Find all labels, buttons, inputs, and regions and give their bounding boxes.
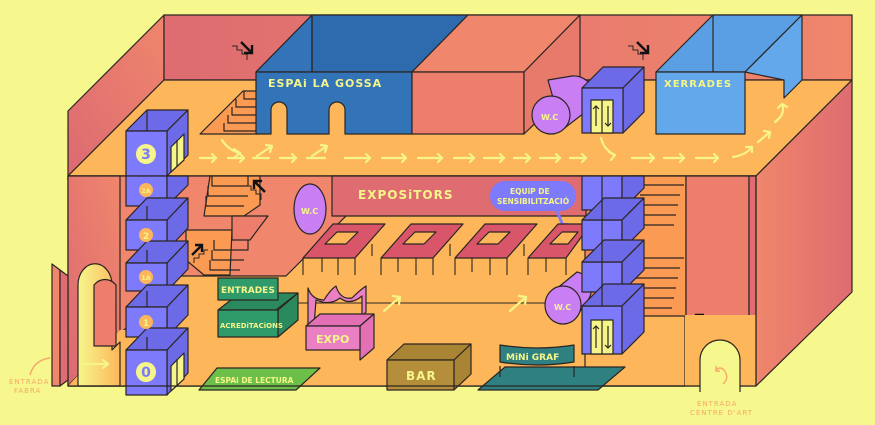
room-espai-la-gossa[interactable]: ESPAi LA GOSSA: [255, 14, 469, 135]
floor-0-label: 0: [141, 365, 151, 381]
lower-level: EXPOSiTORS W.C EQUiP DE SENSIBILITZACIÓ: [51, 79, 853, 396]
stairs-steps-left: [223, 91, 258, 132]
floor-badge-1[interactable]: 1: [139, 315, 153, 329]
entrance-fabra-line1: ENTRADA: [9, 378, 49, 386]
xerrades-label: XERRADES: [664, 79, 732, 90]
upper-middle-block: [411, 14, 581, 135]
expositors-label: EXPOSiTORS: [358, 188, 453, 202]
espai-lectura-area[interactable]: ESPAi DE LECTURA: [198, 367, 321, 391]
entrance-fabra-arch: [51, 263, 121, 387]
path-arrow-icon: [198, 102, 789, 164]
floor-2-label: 2: [143, 232, 149, 242]
entrades-label: ENTRADES: [221, 286, 275, 296]
floor-badge-2a[interactable]: 2A: [139, 183, 153, 197]
floor-badge-1a[interactable]: 1A: [139, 270, 153, 284]
wc-left-label: W.C: [301, 207, 318, 216]
path-arrow-icon: [78, 358, 110, 370]
entrance-fabra[interactable]: ENTRADA FABRA: [9, 357, 51, 395]
acreditacions-label: ACREDiTACiONS: [220, 322, 283, 330]
entrance-centre-line1: ENTRADA: [697, 400, 737, 408]
elevator-upper-right[interactable]: [581, 66, 645, 134]
lower-stairs-left: [185, 175, 269, 276]
entrance-centre-line2: CENTRE D'ART: [690, 409, 753, 417]
wc-left[interactable]: W.C: [293, 183, 327, 235]
path-arrow-icon: [382, 294, 528, 313]
floor-3-label: 3: [141, 147, 151, 163]
floor-badge-2[interactable]: 2: [139, 228, 153, 242]
entrance-centre-art-door[interactable]: [699, 339, 741, 395]
elevator-icon: [592, 105, 612, 127]
wc-upper-label: W.C: [541, 113, 558, 122]
expo-area[interactable]: EXPO: [305, 285, 375, 361]
bar-label: BAR: [406, 369, 437, 383]
floor-2a-label: 2A: [141, 187, 151, 195]
bar-area[interactable]: BAR: [386, 343, 472, 391]
elevator-icon: [592, 325, 612, 349]
entrance-centre-art[interactable]: ENTRADA CENTRE D'ART: [690, 400, 753, 417]
stairs-up-icon: [246, 179, 266, 200]
stairs-up-icon: [191, 243, 208, 263]
espai-lectura-label: ESPAi DE LECTURA: [215, 376, 294, 385]
floor-badge-3[interactable]: 3: [136, 144, 156, 164]
espai-la-gossa-label: ESPAi LA GOSSA: [268, 77, 382, 90]
mini-graf-label: MiNi GRAF: [506, 353, 559, 363]
wc-right-label: W.C: [554, 303, 571, 312]
right-stairwell: [625, 175, 759, 327]
floor-1-label: 1: [143, 319, 149, 329]
stairs-down-icon: [628, 41, 650, 60]
expo-label: EXPO: [316, 333, 349, 346]
equip-line1: EQUiP DE: [510, 187, 550, 196]
entrance-fabra-line2: FABRA: [14, 387, 41, 395]
elevator-left-column[interactable]: 3 2A 2 1A 1 0: [125, 109, 189, 396]
mini-graf-area[interactable]: MiNi GRAF: [477, 344, 626, 391]
elevator-right-column[interactable]: [581, 175, 645, 355]
stairs-down-icon: [232, 41, 254, 60]
room-xerrades[interactable]: XERRADES: [655, 14, 803, 135]
equip-line2: SENSIBILITZACIÓ: [497, 197, 569, 206]
floor-badge-0[interactable]: 0: [136, 362, 156, 382]
floor-1a-label: 1A: [141, 274, 151, 282]
desk-entrades-acreditacions[interactable]: ENTRADES ACREDiTACiONS: [217, 277, 299, 338]
